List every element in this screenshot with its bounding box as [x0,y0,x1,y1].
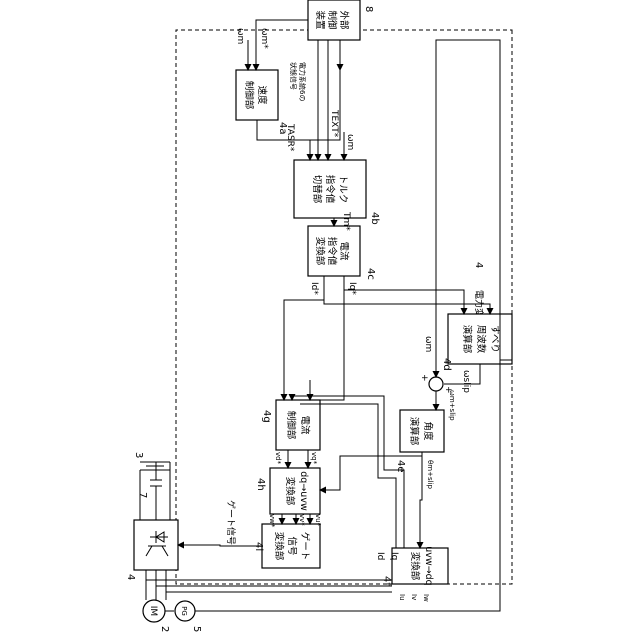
block-dq-to-uvw-converter: dq→uvw 変換部 [270,468,320,514]
ref-4i: 4i [253,542,264,551]
svg-text:電流: 電流 [299,415,311,435]
block-current-controller: 電流 制御部 [276,400,320,450]
label-wm-2: ωm [345,134,355,150]
ref-8: 8 [363,6,374,12]
svg-text:装置: 装置 [314,10,326,29]
label-vd-star: vd* [274,452,282,465]
block-slip-frequency-calculator: すべり 周波数 演算部 [448,314,512,364]
svg-text:トルク: トルク [337,175,348,204]
svg-text:指令値: 指令値 [326,237,338,266]
label-iu: Iu [398,594,406,601]
label-id: Id [375,552,385,560]
block-torque-command-switch: トルク 指令値 切替部 [294,160,366,218]
svg-text:変換部: 変換部 [409,552,421,581]
pg-label: PG [180,606,188,616]
label-text: TEXT* [329,109,339,138]
ref-4-main: 4 [473,262,484,268]
svg-text:演算部: 演算部 [461,325,473,354]
ref-3: 3 [133,452,144,458]
svg-text:ゲート: ゲート [299,532,311,561]
label-wm-1: ωm [235,28,245,44]
label-w-m-slip: ωm+slip [448,390,456,421]
ref-5: 5 [191,626,202,632]
svg-text:角度: 角度 [422,421,434,441]
ref-4f: 4f [381,576,392,586]
label-wm-3: ωm [423,336,433,352]
label-iq: Iq [389,552,399,560]
label-tm-star: Tm* [341,211,351,231]
ref-4d: 4d [441,358,452,371]
wire-gate-signal [178,545,262,546]
ref-4: 4 [125,574,136,580]
block-gate-signal-converter: ゲート 信号 変換部 [262,524,320,568]
svg-text:演算部: 演算部 [408,417,420,446]
ref-4c: 4c [365,268,376,280]
label-iw: Iw [422,594,430,602]
svg-text:uvw→dq: uvw→dq [423,546,434,585]
label-vw-star: vw* [268,514,276,528]
label-gate-signal: ゲート信号 [225,500,237,545]
svg-text:外部: 外部 [338,10,350,29]
svg-text:制御部: 制御部 [285,411,297,440]
svg-text:電流: 電流 [338,241,350,261]
label-iv: Iv [410,594,418,600]
ref-2: 2 [159,626,170,632]
label-w-slip: ωslip [461,370,471,393]
inverter-block [134,520,178,570]
ref-4g: 4g [261,410,272,423]
block-current-command-converter: 電流 指令値 変換部 [308,226,360,276]
svg-text:制御: 制御 [326,10,338,29]
svg-text:制御部: 制御部 [243,81,255,110]
label-vq-star: vq* [310,452,318,465]
svg-text:周波数: 周波数 [475,325,487,354]
wire-id-to-slip [324,300,490,314]
label-id-star: Id* [309,282,319,295]
label-vu-star: vu* [314,514,322,527]
label-grid-state-1: 電力系統6の [298,62,307,101]
svg-text:変換部: 変換部 [273,532,285,561]
ref-4h: 4h [255,478,266,491]
svg-text:dq→uvw: dq→uvw [298,471,309,511]
svg-text:速度: 速度 [256,85,268,105]
ref-7: 7 [137,492,148,498]
power-lines-to-motor [146,570,166,600]
wire-theta-to-dquvw [320,456,422,490]
ref-4b: 4b [369,212,380,225]
svg-text:信号: 信号 [286,536,298,555]
svg-text:切替部: 切替部 [311,175,323,204]
wire-theta-to-uvwdq [420,452,422,548]
svg-text:変換部: 変換部 [314,237,326,266]
svg-text:指令値: 指令値 [324,175,336,204]
label-wm-star: ωm* [259,28,269,49]
dc-battery [140,462,170,520]
svg-text:すべり: すべり [489,325,500,353]
label-tasr: TASR* [285,123,295,152]
motor-label: IM [148,606,158,616]
wire-iq-to-slip [344,290,464,314]
dc-capacitor [150,462,162,520]
summing-junction [429,377,443,391]
label-plus-2: + [419,374,429,382]
label-theta: θm+slip [426,460,434,490]
svg-text:変換部: 変換部 [284,477,296,506]
block-speed-controller: 速度 制御部 [236,70,278,120]
label-iq-star: Iq* [347,282,357,295]
label-vv-star: vv* [298,514,306,526]
block-uvw-to-dq-converter: uvw→dq 変換部 [392,546,448,585]
block-angle-calculator: 角度 演算部 [400,410,444,452]
label-grid-state-2: 状態信号 [289,62,298,90]
block-external-controller: 外部 制御 装置 [308,0,360,40]
